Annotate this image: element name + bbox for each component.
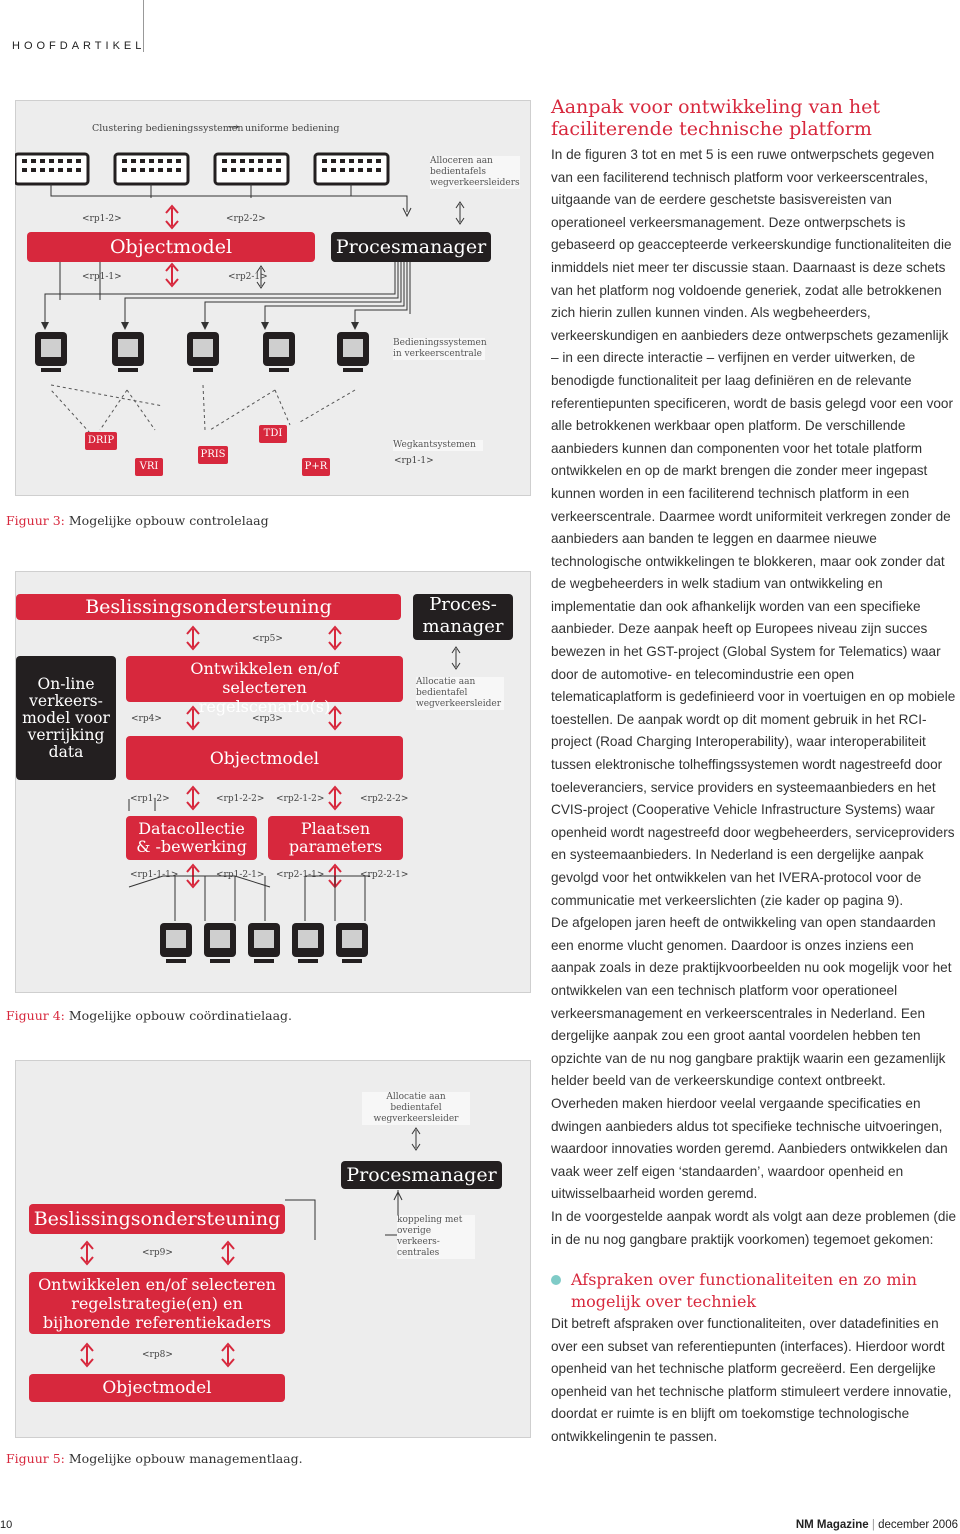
online-model-box: On-line verkeers-model voor verrijking d… (16, 656, 116, 780)
datacollectie-box: Datacollectie & -bewerking (126, 816, 257, 860)
badge-vri: VRI (135, 458, 163, 476)
caption-prefix: Figuur 5: (6, 1451, 65, 1466)
ontwikkelen-bar: Ontwikkelen en/of selecteren regelscenar… (126, 656, 403, 716)
badge-pris: PRIS (198, 446, 228, 464)
procesmanager-box: Proces-manager (413, 594, 513, 640)
figure-3-diagram (15, 152, 465, 434)
caption-text: Mogelijke opbouw managementlaag. (68, 1451, 303, 1466)
plaatsen-box: Plaatsen parameters (268, 816, 403, 860)
procesmanager-bar: Procesmanager (331, 232, 491, 262)
rp-tag: <rp2-2> (226, 214, 266, 224)
footer-separator: | (871, 1519, 875, 1531)
rp-tag: <rp5> (252, 634, 283, 644)
procesmanager-bar: Procesmanager (341, 1161, 502, 1189)
koppeling-note: koppeling met overige verkeers-centrales (397, 1215, 475, 1259)
issue-date: december 2006 (878, 1519, 958, 1531)
arrow-right-icon: → (228, 120, 239, 135)
article-paragraph: In de figuren 3 tot en met 5 is een ruwe… (551, 147, 956, 908)
header-divider (143, 0, 144, 52)
figure-4-panel (15, 571, 531, 993)
allocatie-note: Allocatie aan bedientafel wegverkeerslei… (362, 1092, 470, 1125)
bullet-block: Afspraken over functionaliteiten en zo m… (551, 1269, 957, 1313)
footer-publication: NM Magazine | december 2006 (796, 1519, 958, 1531)
article-heading: Aanpak voor ontwikkeling van het facilit… (551, 96, 881, 140)
wegkant-note: Wegkantsystemen (393, 440, 483, 451)
rp-tag: <rp1-2> (130, 794, 170, 804)
rp-tag: <rp1-1> (394, 456, 434, 466)
figure-5-caption: Figuur 5: Mogelijke opbouw managementlaa… (6, 1451, 303, 1466)
article-column: Aanpak voor ontwikkeling van het facilit… (551, 96, 957, 1449)
figure-3-caption: Figuur 3: Mogelijke opbouw controlelaag (6, 513, 269, 528)
magazine-name: NM Magazine (795, 1519, 869, 1531)
beslissing-bar: Beslissingsondersteuning (16, 594, 401, 620)
rp-tag: <rp2-1> (228, 272, 268, 282)
rp-tag: <rp4> (131, 714, 162, 724)
badge-pr: P+R (302, 458, 330, 476)
rp-tag: <rp2-1-1> (276, 870, 325, 880)
rp-tag: <rp2-2-2> (360, 794, 409, 804)
figure-4-diagram (128, 625, 461, 963)
objectmodel-bar: Objectmodel (27, 232, 315, 262)
ontwikkelen-bar: Ontwikkelen en/of selecteren regelstrate… (29, 1272, 285, 1334)
rp-tag: <rp2-1-2> (276, 794, 325, 804)
bediening-note: Bedieningssystemen in verkeerscentrale (393, 338, 487, 360)
page-number: 10 (0, 1519, 13, 1531)
allocatie-note: Allocatie aan bedientafel wegverkeerslei… (416, 677, 504, 710)
rp-tag: <rp3> (252, 714, 283, 724)
article-paragraph: Overheden maken hierdoor veelal vergaand… (551, 1095, 948, 1202)
objectmodel-bar: Objectmodel (126, 736, 403, 780)
article-paragraph: In de voorgestelde aanpak wordt als volg… (551, 1208, 957, 1247)
badge-tdi: TDI (259, 425, 287, 443)
caption-prefix: Figuur 3: (6, 513, 65, 528)
rp-tag: <rp1-2-2> (216, 794, 265, 804)
rp-tag: <rp8> (142, 1350, 173, 1360)
caption-prefix: Figuur 4: (6, 1008, 65, 1023)
badge-drip: DRIP (85, 432, 117, 450)
caption-text: Mogelijke opbouw controlelaag (68, 513, 269, 528)
figure-4-caption: Figuur 4: Mogelijke opbouw coördinatiela… (6, 1008, 292, 1023)
clustering-label: Clustering bedieningssystemen (92, 123, 244, 134)
rp-tag: <rp1-2-1> (216, 870, 265, 880)
bullet-paragraph: Dit betreft afspraken over functionalite… (551, 1316, 952, 1445)
bullet-heading: Afspraken over functionaliteiten en zo m… (571, 1270, 917, 1312)
alloceren-note: Alloceren aan bedientafels wegverkeersle… (430, 156, 520, 189)
rp-tag: <rp9> (142, 1248, 173, 1258)
caption-text: Mogelijke opbouw coördinatielaag. (68, 1008, 293, 1023)
section-label: HOOFDARTIKEL (12, 40, 146, 52)
rp-tag: <rp1-1> (82, 272, 122, 282)
uniform-label: uniforme bediening (245, 123, 340, 134)
beslissing-bar: Beslissingsondersteuning (29, 1204, 285, 1234)
rp-tag: <rp2-2-1> (360, 870, 409, 880)
rp-tag: <rp1-1-1> (130, 870, 179, 880)
rp-tag: <rp1-2> (82, 214, 122, 224)
bullet-dot-icon (551, 1275, 561, 1286)
objectmodel-bar: Objectmodel (29, 1374, 285, 1402)
article-paragraph: De afgelopen jaren heeft de ontwikkeling… (551, 915, 952, 1089)
